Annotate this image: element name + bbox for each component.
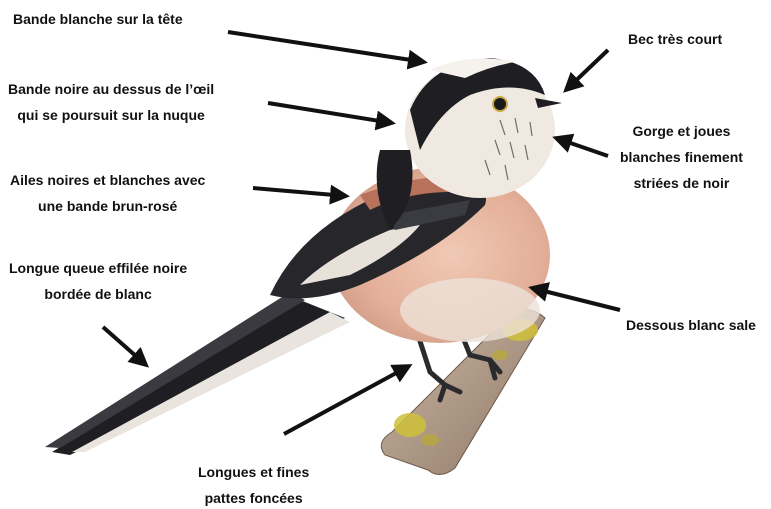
label-bande-blanche: Bande blanche sur la tête (13, 6, 183, 32)
label-queue: Longue queue effilée noire bordée de bla… (9, 255, 187, 307)
arrow-ailes (253, 188, 346, 196)
arrow-oeil (268, 103, 392, 123)
arrow-tete (228, 32, 424, 62)
label-bande-noire: Bande noire au dessus de l’œil qui se po… (8, 76, 214, 128)
bird-tail (45, 292, 350, 455)
label-ailes: Ailes noires et blanches avec une bande … (10, 167, 205, 219)
arrow-pattes (284, 366, 409, 434)
label-gorge: Gorge et joues blanches finement striées… (620, 118, 743, 196)
label-bec: Bec très court (628, 26, 722, 52)
arrow-bec (566, 50, 608, 90)
arrow-queue (103, 327, 146, 365)
arrow-gorge (556, 138, 608, 156)
arrow-dessous (532, 288, 620, 310)
label-pattes: Longues et fines pattes foncées (198, 459, 309, 509)
label-dessous: Dessous blanc sale (626, 312, 756, 338)
